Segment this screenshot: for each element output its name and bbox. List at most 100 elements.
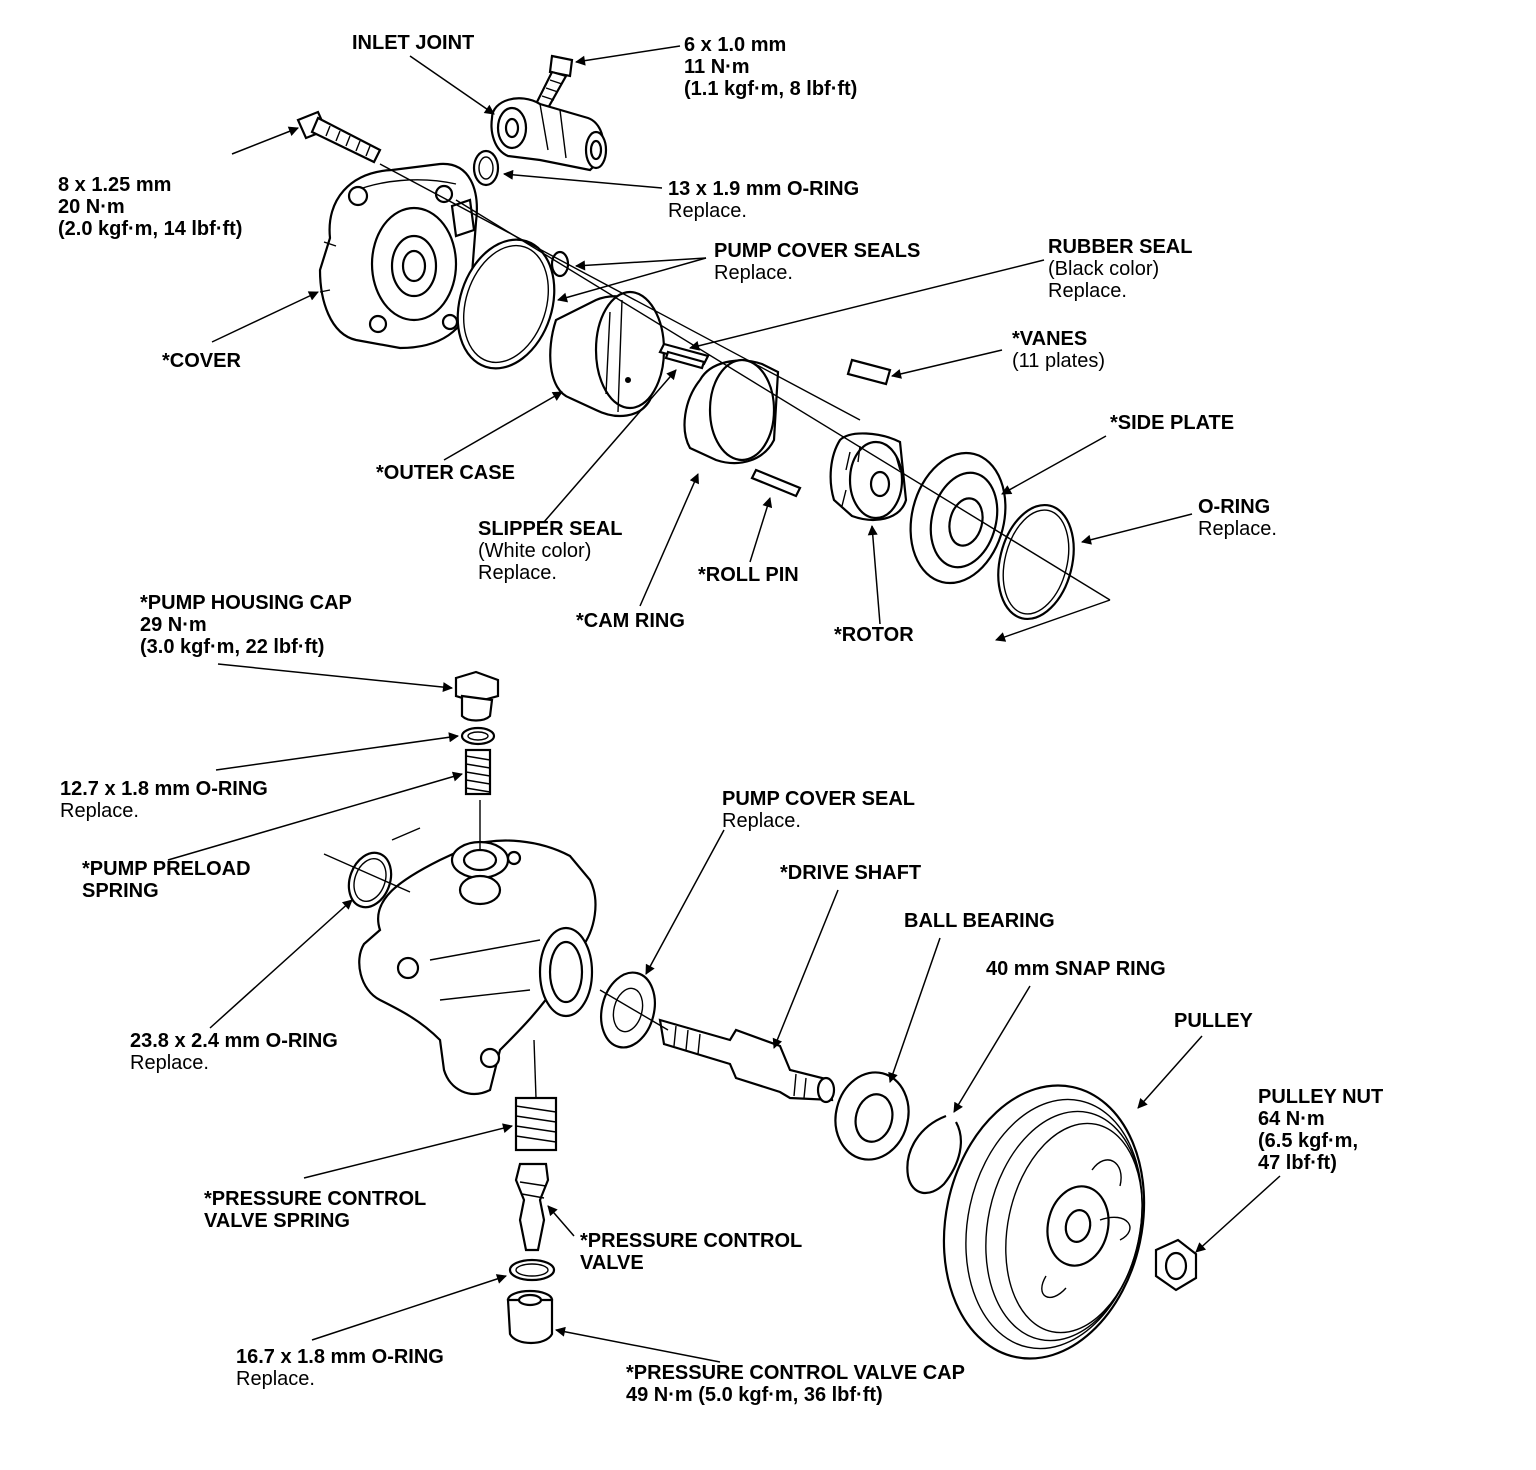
oring-13-title: 13 x 1.9 mm O-RING: [668, 178, 860, 200]
pulley-nut-torque-alt2: 47 lbf·ft): [1258, 1152, 1337, 1174]
pump-preload-spring-line2: SPRING: [82, 880, 159, 902]
oring-12-7-title: 12.7 x 1.8 mm O-RING: [60, 778, 268, 800]
pump-cover-seal-large: [456, 238, 556, 370]
label-oring-23-8: 23.8 x 2.4 mm O-RING Replace.: [130, 1030, 338, 1074]
inlet-joint-title: INLET JOINT: [352, 32, 475, 54]
rubber-seal-title: RUBBER SEAL: [1048, 236, 1193, 258]
cover-title: *COVER: [162, 350, 241, 372]
cover-bolt-torque-alt: (2.0 kgf·m, 14 lbf·ft): [58, 218, 243, 240]
inlet-bolt: [534, 54, 574, 110]
oring-side-part: [997, 503, 1075, 621]
slipper-rubber-seal-part: [658, 342, 710, 370]
label-pcv-cap: *PRESSURE CONTROL VALVE CAP 49 N·m (5.0 …: [626, 1362, 965, 1406]
ball-bearing-part: [834, 1071, 910, 1161]
pump-cover-seals-title: PUMP COVER SEALS: [714, 240, 921, 262]
pump-housing-cap-title: *PUMP HOUSING CAP: [140, 592, 352, 614]
pcv-cap-part: [506, 1289, 554, 1345]
snap-ring-part: [906, 1114, 962, 1194]
cam-ring-part: [683, 358, 780, 465]
label-outer-case: *OUTER CASE: [376, 462, 515, 484]
ball-bearing-title: BALL BEARING: [904, 910, 1055, 932]
leader-lines: [167, 45, 1281, 1363]
pcv-line2: VALVE: [580, 1252, 644, 1274]
label-oring-13: 13 x 1.9 mm O-RING Replace.: [668, 178, 859, 222]
label-cover-bolt: 8 x 1.25 mm 20 N·m (2.0 kgf·m, 14 lbf·ft…: [58, 174, 242, 240]
inlet-joint-part: [490, 97, 608, 172]
label-slipper-seal: SLIPPER SEAL (White color) Replace.: [478, 518, 622, 584]
label-roll-pin: *ROLL PIN: [698, 564, 799, 586]
pump-preload-spring-part: [464, 748, 492, 796]
label-pcv: *PRESSURE CONTROL VALVE: [580, 1230, 802, 1274]
oring-side-note: Replace.: [1198, 518, 1277, 540]
inlet-bolt-torque: 11 N·m: [684, 56, 750, 78]
pump-cover-seal-note: Replace.: [722, 810, 801, 832]
inlet-bolt-torque-alt: (1.1 kgf·m, 8 lbf·ft): [684, 78, 858, 100]
rubber-seal-sub: (Black color): [1048, 258, 1160, 280]
pump-housing-cap-torque: 29 N·m: [140, 614, 207, 636]
roll-pin-title: *ROLL PIN: [698, 564, 799, 586]
label-pump-cover-seal: PUMP COVER SEAL Replace.: [722, 788, 915, 832]
label-pulley: PULLEY: [1174, 1010, 1253, 1032]
inlet-bolt-size: 6 x 1.0 mm: [684, 34, 787, 56]
label-cover: *COVER: [162, 350, 241, 372]
label-side-plate: *SIDE PLATE: [1110, 412, 1234, 434]
oring-23-8-title: 23.8 x 2.4 mm O-RING: [130, 1030, 338, 1052]
cover-part: [318, 162, 478, 350]
roll-pin-part: [750, 468, 802, 498]
pump-housing-cap-torque-alt: (3.0 kgf·m, 22 lbf·ft): [140, 636, 325, 658]
oring-16-7-title: 16.7 x 1.8 mm O-RING: [236, 1346, 444, 1368]
pulley-title: PULLEY: [1174, 1010, 1253, 1032]
oring-12-7-note: Replace.: [60, 800, 139, 822]
oring-13-note: Replace.: [668, 200, 747, 222]
cover-bolt: [296, 110, 382, 164]
label-pump-preload-spring: *PUMP PRELOAD SPRING: [82, 858, 251, 902]
label-inlet-joint: INLET JOINT: [352, 32, 474, 54]
label-pump-housing-cap: *PUMP HOUSING CAP 29 N·m (3.0 kgf·m, 22 …: [140, 592, 352, 658]
vanes-sub: (11 plates): [1012, 350, 1106, 372]
vanes-title: *VANES: [1012, 328, 1088, 350]
outer-case-title: *OUTER CASE: [376, 462, 515, 484]
pump-cover-seals-note: Replace.: [714, 262, 793, 284]
rotor-title: *ROTOR: [834, 624, 914, 646]
vanes-part: [846, 358, 892, 386]
drive-shaft-part: [658, 1018, 836, 1104]
rotor-part: [829, 432, 908, 521]
label-oring-side: O-RING Replace.: [1198, 496, 1277, 540]
drive-shaft-title: *DRIVE SHAFT: [780, 862, 922, 884]
label-pulley-nut: PULLEY NUT 64 N·m (6.5 kgf·m, 47 lbf·ft): [1258, 1086, 1383, 1174]
pulley-nut-part: [1154, 1238, 1198, 1292]
snap-ring-title: 40 mm SNAP RING: [986, 958, 1166, 980]
pump-housing-part: [358, 839, 597, 1095]
label-rotor: *ROTOR: [834, 624, 914, 646]
pcv-part: [514, 1162, 550, 1252]
side-plate-part: [909, 451, 1007, 585]
pcv-cap-torque: 49 N·m (5.0 kgf·m, 36 lbf·ft): [626, 1384, 883, 1406]
label-vanes: *VANES (11 plates): [1012, 328, 1105, 372]
pcv-spring-line2: VALVE SPRING: [204, 1210, 350, 1232]
label-oring-12-7: 12.7 x 1.8 mm O-RING Replace.: [60, 778, 268, 822]
pump-preload-spring-line1: *PUMP PRELOAD: [82, 858, 251, 880]
slipper-seal-note: Replace.: [478, 562, 557, 584]
pulley-nut-torque-alt1: (6.5 kgf·m,: [1258, 1130, 1359, 1152]
pulley-nut-title: PULLEY NUT: [1258, 1086, 1384, 1108]
rubber-seal-note: Replace.: [1048, 280, 1127, 302]
label-rubber-seal: RUBBER SEAL (Black color) Replace.: [1048, 236, 1192, 302]
label-pcv-spring: *PRESSURE CONTROL VALVE SPRING: [204, 1188, 426, 1232]
pcv-spring-part: [514, 1096, 558, 1152]
pump-cover-seal-title: PUMP COVER SEAL: [722, 788, 915, 810]
label-oring-16-7: 16.7 x 1.8 mm O-RING Replace.: [236, 1346, 444, 1390]
cover-bolt-size: 8 x 1.25 mm: [58, 174, 172, 196]
label-snap-ring: 40 mm SNAP RING: [986, 958, 1166, 980]
pcv-line1: *PRESSURE CONTROL: [580, 1230, 803, 1252]
oring-16-7-note: Replace.: [236, 1368, 315, 1390]
oring-side-title: O-RING: [1198, 496, 1271, 518]
label-inlet-bolt: 6 x 1.0 mm 11 N·m (1.1 kgf·m, 8 lbf·ft): [684, 34, 857, 100]
cam-ring-title: *CAM RING: [576, 610, 685, 632]
pump-housing-cap-part: [454, 670, 500, 722]
label-pump-cover-seals: PUMP COVER SEALS Replace.: [714, 240, 920, 284]
pcv-cap-title: *PRESSURE CONTROL VALVE CAP: [626, 1362, 965, 1384]
pulley-part: [942, 1084, 1146, 1360]
slipper-seal-sub: (White color): [478, 540, 592, 562]
